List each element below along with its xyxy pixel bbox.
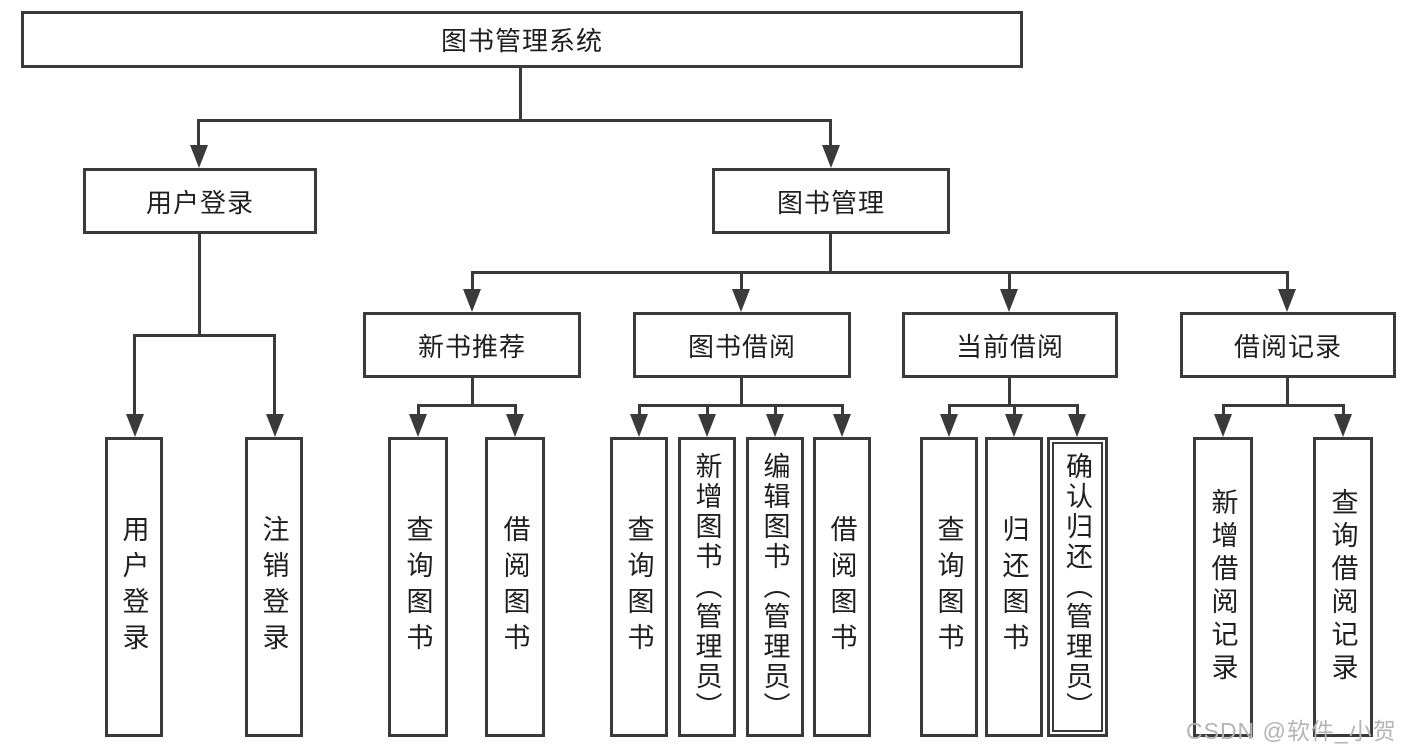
leaf-borrow-query-book: 查询图书 — [610, 437, 668, 737]
connector — [1286, 271, 1289, 291]
connector — [133, 334, 276, 337]
connector — [1076, 404, 1079, 418]
node-root-system: 图书管理系统 — [21, 11, 1023, 68]
arrowhead-down-icon — [190, 145, 208, 168]
connector — [1222, 404, 1225, 418]
arrowhead-down-icon — [1000, 289, 1018, 312]
node-book-management: 图书管理 — [712, 168, 950, 234]
connector — [197, 119, 200, 147]
connector — [417, 404, 420, 418]
leaf-borrow-borrow-book: 借阅图书 — [813, 437, 871, 737]
connector — [829, 119, 832, 147]
connector — [1222, 404, 1345, 407]
connector — [829, 234, 832, 274]
leaf-current-confirm-return-admin: 确认归还（管理员） — [1047, 437, 1108, 737]
leaf-borrow-edit-book-admin: 编辑图书（管理员） — [746, 437, 804, 737]
leaf-user-login: 用户登录 — [105, 437, 163, 737]
leaf-current-return-book: 归还图书 — [985, 437, 1043, 737]
connector — [706, 404, 709, 418]
leaf-current-query-book: 查询图书 — [920, 437, 978, 737]
arrowhead-down-icon — [506, 414, 524, 437]
connector — [471, 378, 474, 407]
arrowhead-down-icon — [463, 289, 481, 312]
connector — [1008, 271, 1011, 291]
connector — [740, 378, 743, 407]
leaf-logout: 注销登录 — [245, 437, 303, 737]
connector — [1008, 378, 1011, 407]
arrowhead-down-icon — [126, 414, 144, 437]
arrowhead-down-icon — [1005, 414, 1023, 437]
arrowhead-down-icon — [833, 414, 851, 437]
leaf-records-add-record: 新增借阅记录 — [1193, 437, 1253, 737]
leaf-borrow-add-book-admin: 新增图书（管理员） — [678, 437, 736, 737]
arrowhead-down-icon — [266, 414, 284, 437]
connector — [948, 404, 951, 418]
connector — [638, 404, 641, 418]
arrowhead-down-icon — [766, 414, 784, 437]
csdn-watermark: CSDN @软件_小贺同学 — [1186, 718, 1397, 744]
node-book-borrow: 图书借阅 — [633, 312, 851, 378]
leaf-recommend-borrow-book: 借阅图书 — [485, 437, 545, 737]
connector — [417, 404, 517, 407]
connector — [638, 404, 844, 407]
arrowhead-down-icon — [940, 414, 958, 437]
connector — [471, 271, 474, 291]
connector — [471, 271, 1288, 274]
arrowhead-down-icon — [1068, 414, 1086, 437]
connector — [273, 334, 276, 418]
connector — [198, 234, 201, 337]
connector — [519, 68, 522, 121]
arrowhead-down-icon — [1334, 414, 1352, 437]
arrowhead-down-icon — [630, 414, 648, 437]
connector — [841, 404, 844, 418]
arrowhead-down-icon — [1278, 289, 1296, 312]
connector — [197, 119, 832, 122]
arrowhead-down-icon — [698, 414, 716, 437]
arrowhead-down-icon — [1214, 414, 1232, 437]
arrowhead-down-icon — [409, 414, 427, 437]
connector — [740, 271, 743, 291]
arrowhead-down-icon — [822, 145, 840, 168]
connector — [1342, 404, 1345, 418]
node-user-login: 用户登录 — [83, 168, 317, 234]
connector — [1286, 378, 1289, 407]
connector — [514, 404, 517, 418]
node-borrow-records: 借阅记录 — [1180, 312, 1396, 378]
leaf-recommend-query-book: 查询图书 — [388, 437, 448, 737]
arrowhead-down-icon — [732, 289, 750, 312]
node-new-book-recommend: 新书推荐 — [363, 312, 581, 378]
node-current-borrow: 当前借阅 — [902, 312, 1118, 378]
leaf-records-query-record: 查询借阅记录 — [1313, 437, 1373, 737]
connector — [133, 334, 136, 418]
connector — [1013, 404, 1016, 418]
connector — [774, 404, 777, 418]
